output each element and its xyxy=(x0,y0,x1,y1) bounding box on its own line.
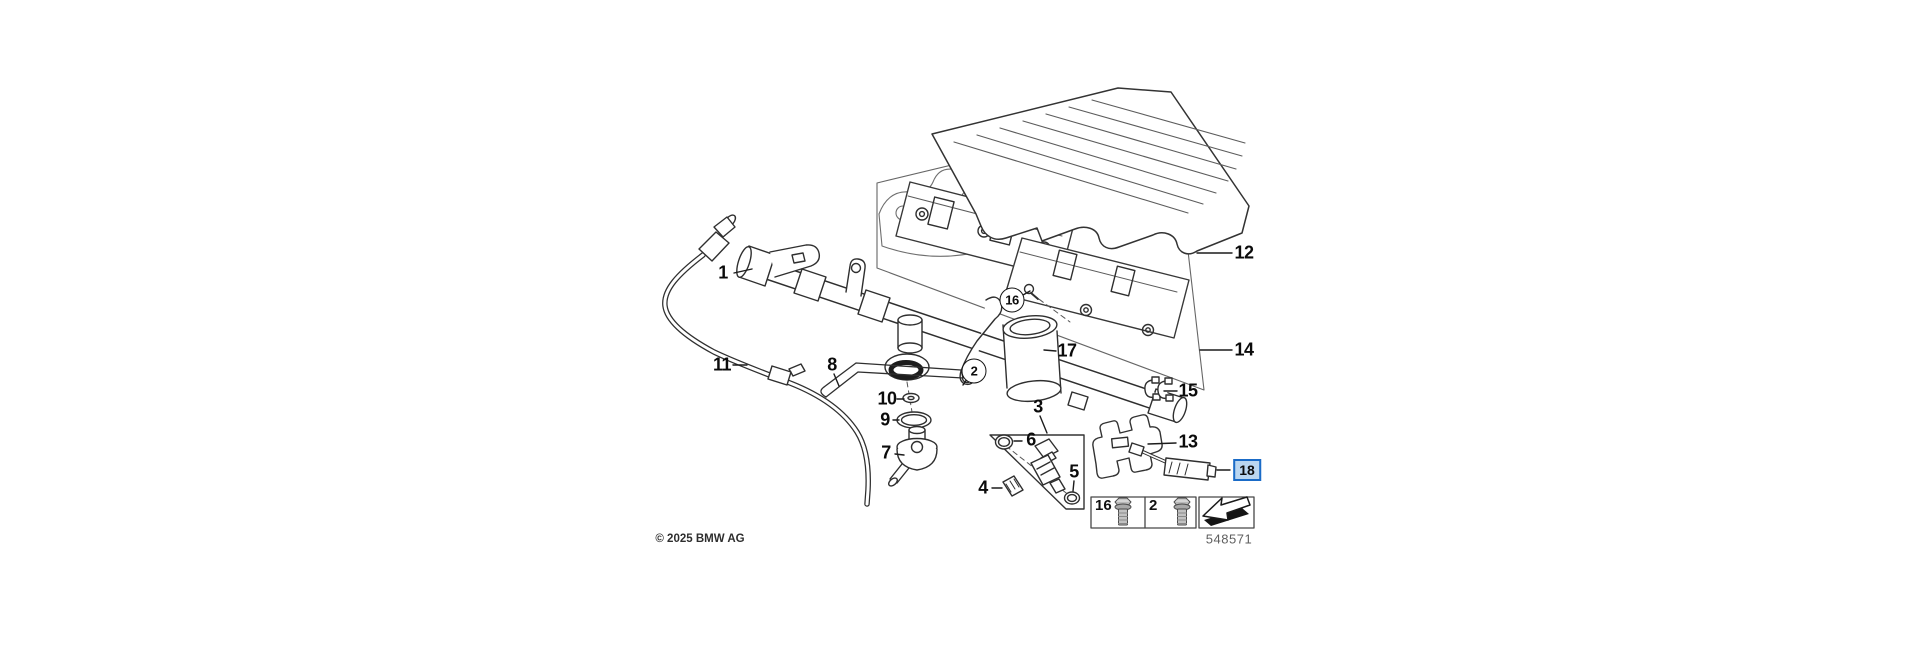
callout-11[interactable]: 11 xyxy=(712,354,732,376)
callout-label: 16 xyxy=(1005,292,1019,308)
callout-label: 17 xyxy=(1057,340,1077,361)
leader-line-8 xyxy=(833,373,840,387)
callout-label: 14 xyxy=(1234,339,1254,360)
callout-1[interactable]: 1 xyxy=(718,263,728,284)
callout-2[interactable]: 2 xyxy=(961,358,987,384)
callout-9[interactable]: 9 xyxy=(880,410,890,431)
leader-line-5 xyxy=(1072,480,1075,492)
callout-label: 9 xyxy=(880,409,890,430)
callout-6[interactable]: 6 xyxy=(1026,430,1036,451)
callout-7[interactable]: 7 xyxy=(881,443,891,464)
legend-qty-bolt-b[interactable]: 2 xyxy=(1149,497,1158,514)
callout-label: 18 xyxy=(1239,462,1255,478)
callout-17[interactable]: 17 xyxy=(1057,340,1077,362)
leader-line-16 xyxy=(1022,290,1031,296)
callout-13[interactable]: 13 xyxy=(1178,431,1198,453)
callout-label: 10 xyxy=(877,388,897,409)
callout-4[interactable]: 4 xyxy=(978,478,988,499)
clip-15 xyxy=(1144,376,1174,402)
leader-line-17 xyxy=(1043,349,1057,352)
callout-16[interactable]: 16 xyxy=(999,287,1025,313)
hex-bolt-icon xyxy=(1173,497,1191,526)
callout-label: 15 xyxy=(1178,380,1198,401)
bracket-screw xyxy=(1023,283,1071,323)
callout-label: 5 xyxy=(1069,461,1079,482)
bracket-13 xyxy=(1092,414,1163,479)
callout-label: 2 xyxy=(970,363,978,379)
pressure-regulator-stack xyxy=(888,381,938,487)
callout-leader-lines xyxy=(732,252,1233,492)
callout-8[interactable]: 8 xyxy=(827,355,837,376)
callout-label: 13 xyxy=(1178,431,1198,452)
fuel-hose xyxy=(662,214,871,507)
direction-arrow-icon xyxy=(1202,496,1251,526)
hex-bolt-icon xyxy=(1114,497,1132,526)
temp-sensor-18 xyxy=(1128,442,1217,481)
retaining-wire xyxy=(820,362,964,398)
callout-14[interactable]: 14 xyxy=(1234,339,1254,361)
leader-line-13 xyxy=(1147,442,1177,445)
callout-10[interactable]: 10 xyxy=(877,388,897,410)
leader-line-3 xyxy=(1039,415,1048,434)
callout-label: 3 xyxy=(1033,396,1043,417)
engine-cover xyxy=(931,87,1250,255)
callout-label: 7 xyxy=(881,442,891,463)
legend-qty-bolt-a[interactable]: 16 xyxy=(1095,497,1112,514)
callout-label: 11 xyxy=(712,354,732,375)
callout-label: 6 xyxy=(1026,429,1036,450)
callout-12[interactable]: 12 xyxy=(1234,242,1254,264)
callout-3[interactable]: 3 xyxy=(1033,397,1043,418)
callout-15[interactable]: 15 xyxy=(1178,380,1198,402)
callout-5[interactable]: 5 xyxy=(1069,462,1079,483)
callout-label: 12 xyxy=(1234,242,1254,263)
fuel-rail xyxy=(736,244,1188,424)
callout-label: 1 xyxy=(718,262,728,283)
callout-18[interactable]: 18 xyxy=(1233,459,1261,481)
copyright-notice: © 2025 BMW AG xyxy=(655,533,745,545)
callout-label: 8 xyxy=(827,354,837,375)
callout-label: 4 xyxy=(978,477,988,498)
leader-line-1 xyxy=(733,268,753,274)
drawing-number: 548571 xyxy=(1205,531,1253,547)
injector-inset xyxy=(989,434,1085,510)
coil-cover-panel-lower xyxy=(1004,237,1190,339)
leader-line-7 xyxy=(894,453,905,456)
